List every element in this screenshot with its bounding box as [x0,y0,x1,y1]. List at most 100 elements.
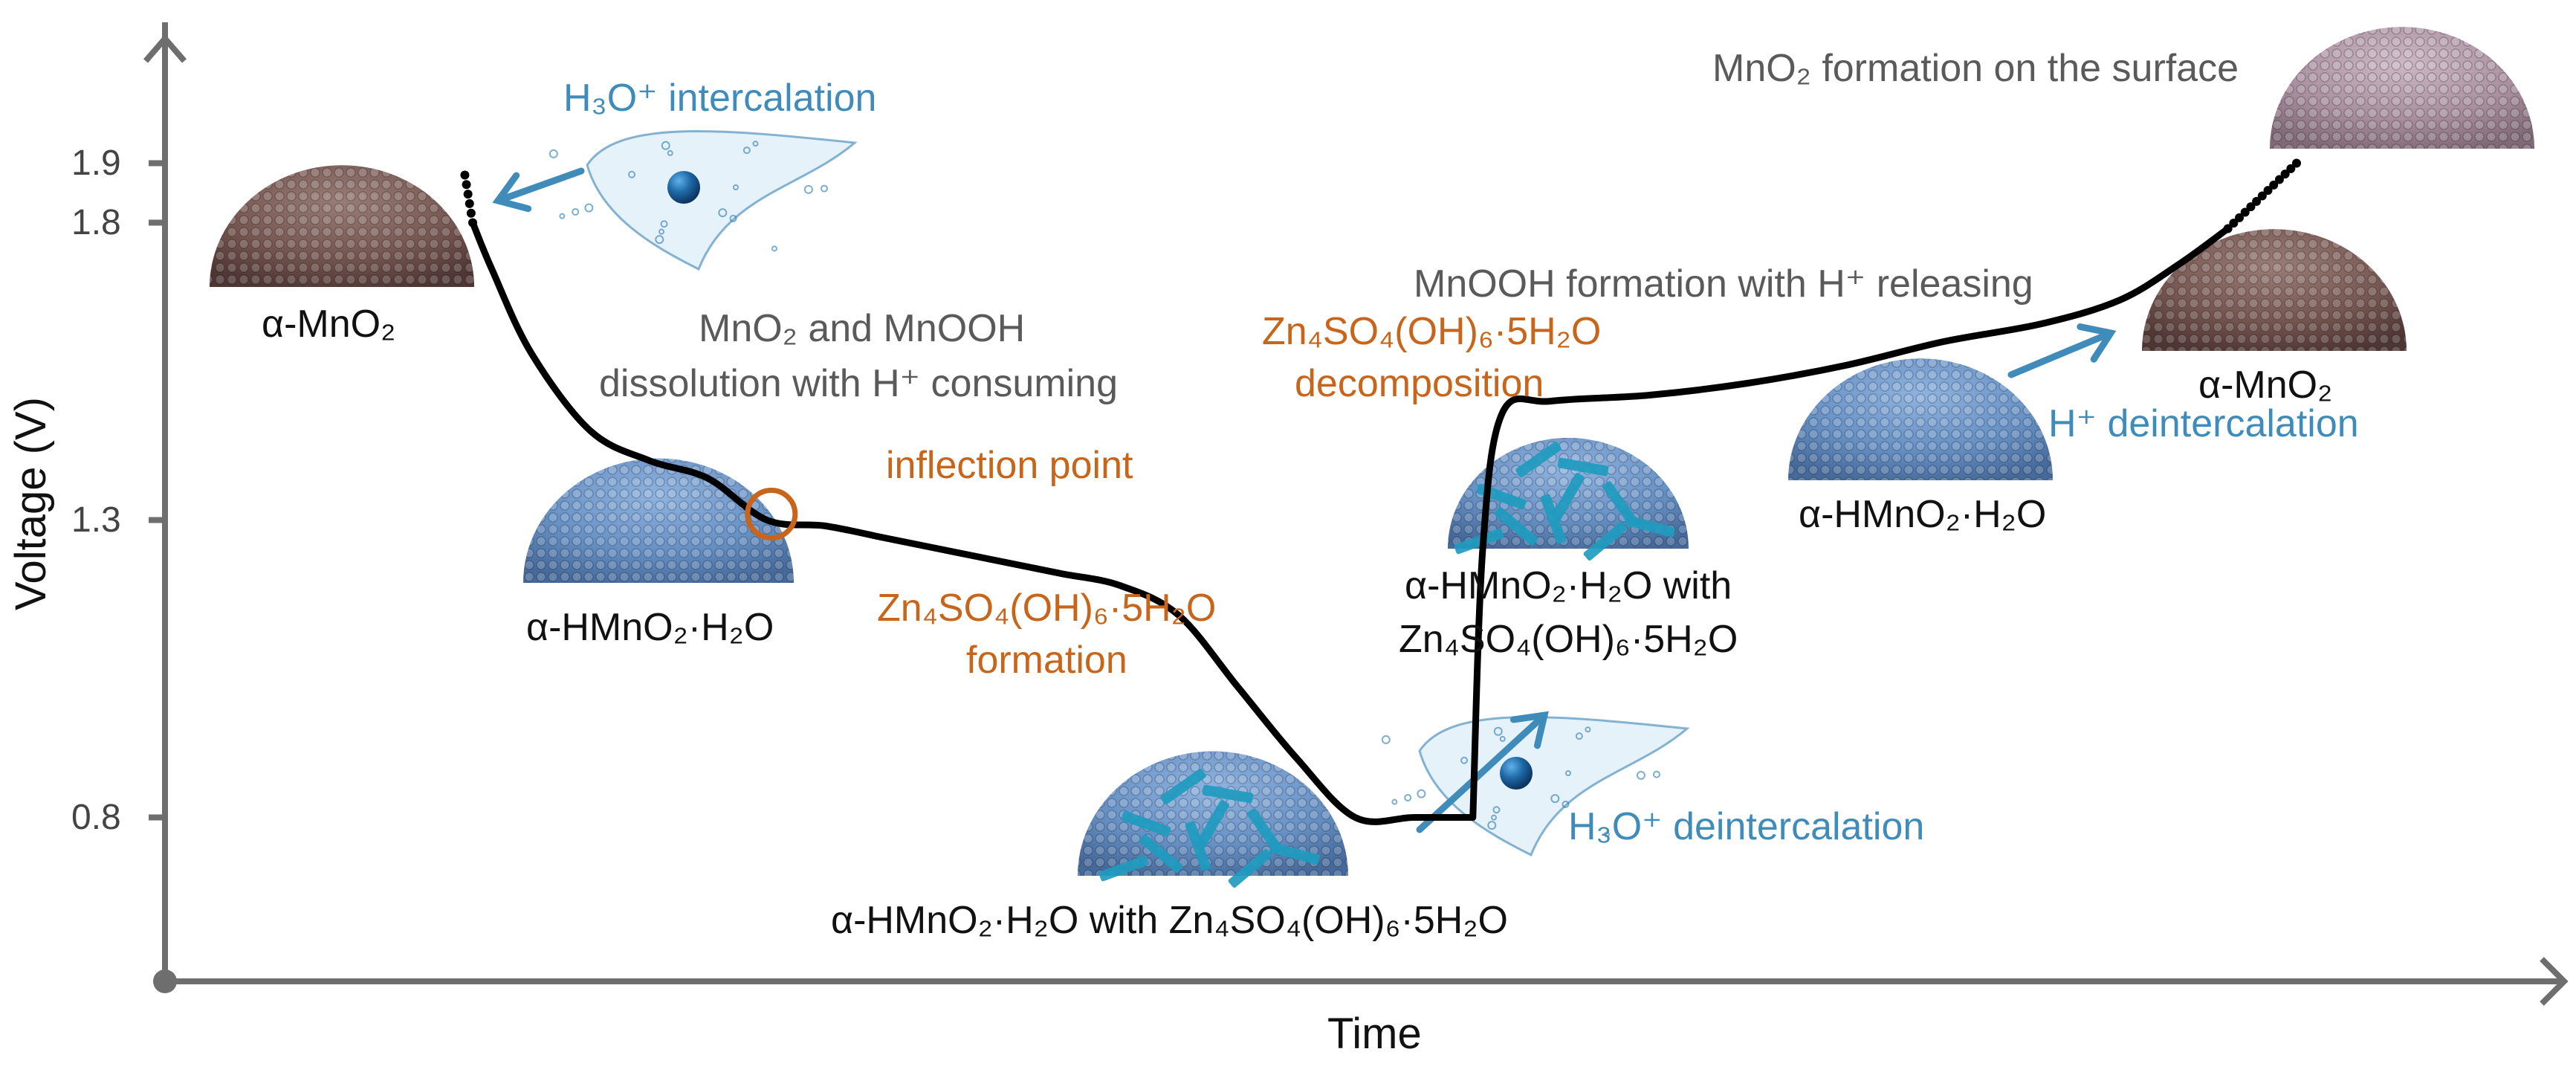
water-droplet [733,184,739,190]
curve-dot [2229,219,2239,228]
water-droplet [729,214,737,222]
y-tick-label: 1.8 [71,202,121,242]
curve-segment-charge [1469,225,2232,821]
zn-formation-label-line1: Zn₄SO₄(OH)₆·5H₂O [877,587,1217,630]
water-droplet [1491,814,1498,821]
water-droplet [660,220,668,228]
curve-dot [462,180,471,190]
zn-flake [1454,528,1504,555]
mid-state-label-line1: α-HMnO₂·H₂O with [1405,564,1732,607]
arrow-shaft [494,167,585,204]
zn-flake [1583,522,1628,561]
water-droplet [661,141,670,150]
zn-flake [1625,515,1675,538]
curve-dot [2246,202,2256,212]
water-droplet [771,245,777,252]
x-axis-title: Time [1327,1010,1422,1058]
water-droplet [1603,831,1610,838]
curve-dot [2292,158,2301,168]
axis-origin-dot [153,969,177,993]
water-droplet [548,149,558,158]
alpha-mno2-right-label: α-MnO₂ [2198,364,2333,407]
curve-dot [2280,170,2290,179]
zn-flake [1121,810,1171,837]
curve-dot [2274,175,2284,184]
curve-dot [2223,224,2233,233]
h3o-intercalation-splash [548,130,858,271]
curve-dot [2269,180,2279,190]
y-axis-title: Voltage (V) [7,397,55,610]
water-droplet [1492,806,1501,814]
water-droplet [1636,770,1645,780]
surface-mno2-particle [2270,27,2534,149]
surface-formation-label: MnO₂ formation on the surface [1712,47,2239,90]
hydronium-ion-icon [1500,757,1533,790]
y-tick-label: 1.3 [71,500,121,540]
zn-flake [1552,473,1585,520]
water-droplet [572,207,580,216]
water-droplet [752,141,759,147]
hmno2-right-label: α-HMnO₂·H₂O [1799,493,2047,536]
h3o-deintercalation-label: H₃O⁺ deintercalation [1568,805,1925,848]
inflection-point-marker [745,488,798,540]
hmno2-left-particle [523,458,794,583]
zn-flake [1557,457,1609,477]
axes [143,22,2569,1006]
zn-flake [1098,855,1149,882]
particle-texture [523,458,794,583]
y-axis-arrowhead [143,33,187,63]
arrow-shaft [2007,329,2114,378]
zn-flake [1185,821,1211,871]
curve-segment-discharge [469,219,1477,825]
x-axis-arrowhead [2540,957,2569,1006]
h-deintercalation-label: H⁺ deintercalation [2048,402,2359,445]
curve-dot [2286,164,2296,173]
curve-dot [466,208,476,218]
zn-decomposition-label-line1: Zn₄SO₄(OH)₆·5H₂O [1262,310,1602,353]
mid-state-label-line2: Zn₄SO₄(OH)₆·5H₂O [1399,618,1738,661]
water-droplet [1460,756,1469,764]
hydronium-ion-icon [667,171,700,204]
curve-dot [2252,196,2262,206]
water-droplet [1404,793,1412,801]
zn-flake [1202,784,1254,804]
water-droplet [803,184,813,194]
curve-dot [2257,191,2267,201]
water-droplet [655,235,664,245]
illustrations [210,27,2534,888]
inflection-point-label: inflection point [886,444,1133,487]
water-droplet [718,208,728,218]
y-tick-label: 1.9 [71,143,121,183]
alpha-mno2-right-particle [2142,229,2407,351]
zn-flake [1228,849,1272,888]
water-droplet [667,149,673,156]
water-droplet [1493,726,1503,736]
bottom-state-label: α-HMnO₂·H₂O with Zn₄SO₄(OH)₆·5H₂O [831,899,1508,942]
arrow-head [492,172,532,213]
deintercalation-arrow-icon [1416,711,1549,833]
dissolution-label-line2: dissolution with H⁺ consuming [599,362,1118,405]
arrow-shaft [1416,711,1548,833]
curve-dot [2240,207,2250,217]
particle-texture [1788,358,2053,480]
water-droplet [1417,789,1426,798]
arrow-head [2077,323,2117,363]
curve-dot [468,218,477,227]
water-droplet [820,184,828,193]
water-droplet [1565,770,1571,776]
zn-flake [1197,800,1229,848]
zn-formation-label-line2: formation [966,639,1127,682]
water-droplet [559,213,566,219]
water-splash [1418,716,1690,857]
particle-texture [2270,27,2534,149]
voltage-curve [460,158,2301,825]
h-deintercalation-arrow-icon [2007,323,2117,378]
curve-dot [2263,186,2273,196]
water-splash [586,130,858,271]
water-droplet [628,170,636,178]
zn-flake [1269,842,1320,865]
mid-state-particle [1448,437,1689,561]
y-tick-label: 0.8 [71,797,121,837]
zn-decomposition-label-line2: decomposition [1295,362,1544,405]
